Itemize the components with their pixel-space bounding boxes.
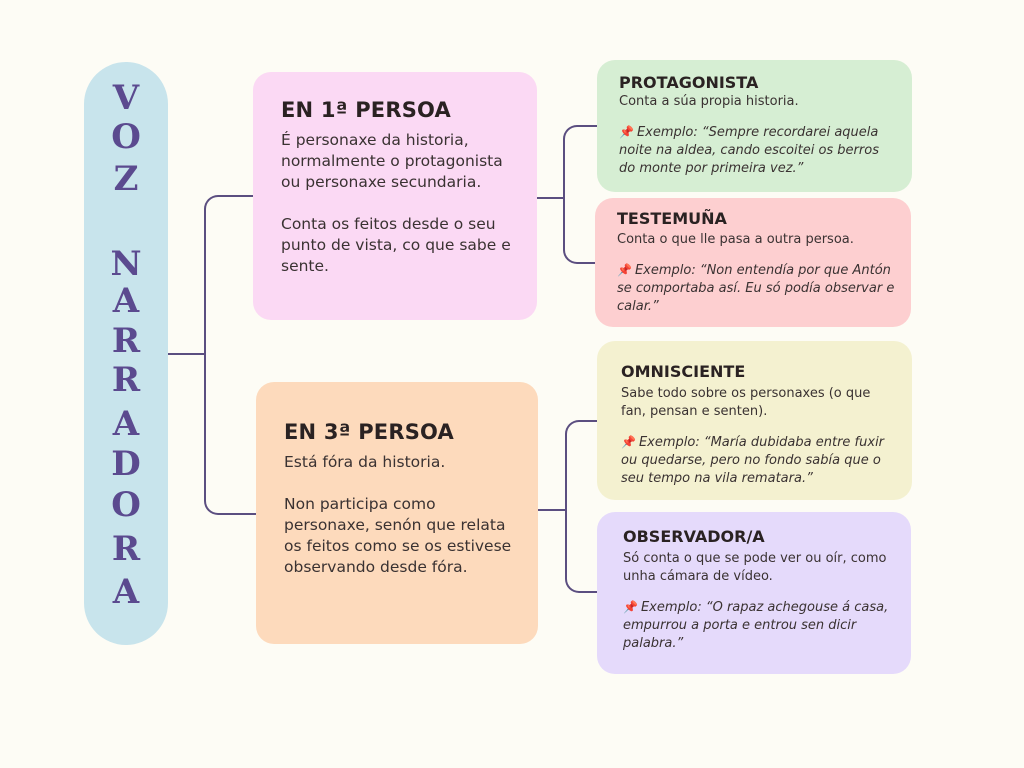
connector-title-stem <box>168 353 204 355</box>
title-letter: Z <box>113 159 139 199</box>
title-letter: R <box>111 529 141 569</box>
first-person-detail: Conta os feitos desde o seu punto de vis… <box>281 215 511 275</box>
protagonista-example: 📌Exemplo: “Sempre recordarei aquela noit… <box>619 123 896 178</box>
testemuna-example: 📌Exemplo: “Non entendía por que Antón se… <box>617 261 895 316</box>
third-person-heading: EN 3ª PERSOA <box>284 420 454 444</box>
title-letter: O <box>111 117 141 157</box>
omnisciente-example: 📌Exemplo: “María dubidaba entre fuxir ou… <box>621 433 896 488</box>
testemuna-example-text: Exemplo: “Non entendía por que Antón se … <box>617 263 895 314</box>
third-person-detail: Non participa como personaxe, senón que … <box>284 495 512 576</box>
omnisciente-box: OMNISCIENTE Sabe todo sobre os personaxe… <box>597 341 912 500</box>
connector-third-bracket <box>565 420 598 593</box>
omnisciente-description: Sabe todo sobre os personaxes (o que fan… <box>621 386 871 419</box>
first-person-heading: EN 1ª PERSOA <box>281 98 451 122</box>
protagonista-example-text: Exemplo: “Sempre recordarei aquela noite… <box>619 125 879 176</box>
protagonista-heading: PROTAGONISTA <box>619 73 759 92</box>
testemuna-heading: TESTEMUÑA <box>617 209 727 228</box>
title-letter: A <box>112 281 140 321</box>
connector-first-bracket <box>563 125 597 264</box>
title-bar: V O Z N A R R A D O R A <box>84 62 168 645</box>
observador-example-text: Exemplo: “O rapaz achegouse á casa, empu… <box>623 600 889 651</box>
pushpin-icon: 📌 <box>617 263 632 277</box>
title-letter: D <box>111 444 141 484</box>
pushpin-icon: 📌 <box>621 435 636 449</box>
first-person-box: EN 1ª PERSOA É personaxe da historia, no… <box>253 72 537 320</box>
testemuna-box: TESTEMUÑA Conta o que lle pasa a outra p… <box>595 198 911 327</box>
third-person-description: Está fóra da historia. <box>284 453 446 471</box>
title-letter: R <box>111 321 141 361</box>
observador-description: Só conta o que se pode ver ou oír, como … <box>623 551 887 584</box>
pushpin-icon: 📌 <box>623 600 638 614</box>
title-letter: A <box>112 404 140 444</box>
connector-left-bracket <box>204 195 256 515</box>
title-letter: V <box>112 78 140 118</box>
pushpin-icon: 📌 <box>619 125 634 139</box>
first-person-description: É personaxe da historia, normalmente o p… <box>281 131 503 191</box>
title-letter: R <box>111 360 141 400</box>
omnisciente-heading: OMNISCIENTE <box>621 362 746 381</box>
observador-box: OBSERVADOR/A Só conta o que se pode ver … <box>597 512 911 674</box>
title-letter: N <box>110 244 142 284</box>
testemuna-description: Conta o que lle pasa a outra persoa. <box>617 232 854 247</box>
third-person-box: EN 3ª PERSOA Está fóra da historia. Non … <box>256 382 538 644</box>
connector-first-stem <box>537 197 563 199</box>
title-letter: A <box>112 572 140 612</box>
title-letter: O <box>111 485 141 525</box>
observador-example: 📌Exemplo: “O rapaz achegouse á casa, emp… <box>623 598 895 653</box>
observador-heading: OBSERVADOR/A <box>623 527 765 546</box>
protagonista-description: Conta a súa propia historia. <box>619 94 799 109</box>
connector-third-stem <box>538 509 565 511</box>
omnisciente-example-text: Exemplo: “María dubidaba entre fuxir ou … <box>621 435 885 486</box>
protagonista-box: PROTAGONISTA Conta a súa propia historia… <box>597 60 912 192</box>
